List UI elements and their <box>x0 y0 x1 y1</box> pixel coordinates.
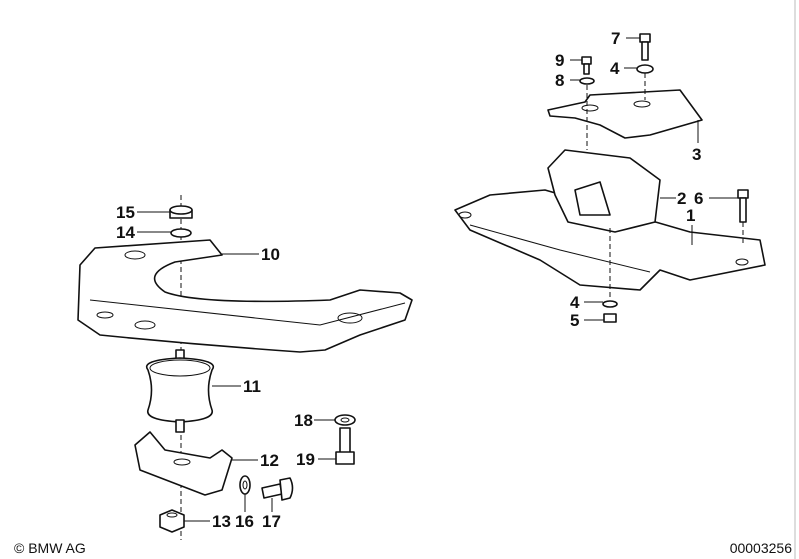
diagram-number: 00003256 <box>730 540 793 556</box>
bolt-17 <box>261 477 294 501</box>
callout-2: 2 <box>677 189 686 208</box>
bolt-7 <box>639 33 651 61</box>
callout-12: 12 <box>260 451 279 470</box>
callout-6: 6 <box>694 189 703 208</box>
washer-18 <box>334 414 356 426</box>
nut-5 <box>603 313 617 323</box>
bolt-9 <box>581 56 592 75</box>
nut-13 <box>159 509 185 533</box>
callout-5: 5 <box>570 311 579 330</box>
plate-3 <box>547 89 703 139</box>
callout-13: 13 <box>212 512 231 531</box>
callout-18: 18 <box>294 411 313 430</box>
washer-4-bottom <box>602 300 618 308</box>
transmission-mount-2 <box>547 149 661 233</box>
callout-4-top: 4 <box>610 59 620 78</box>
washer-16 <box>239 475 251 495</box>
callout-8: 8 <box>555 71 564 90</box>
callout-1: 1 <box>686 206 695 225</box>
bolt-6 <box>737 189 749 223</box>
callout-4-bottom: 4 <box>570 293 580 312</box>
callout-7: 7 <box>611 29 620 48</box>
callout-11: 11 <box>243 377 261 396</box>
bolt-19 <box>335 427 355 465</box>
callout-16: 16 <box>235 512 254 531</box>
rubber-mount-11 <box>145 349 215 433</box>
callout-17: 17 <box>262 512 281 531</box>
washer-4-top <box>636 64 654 74</box>
callout-15: 15 <box>116 203 135 222</box>
callout-10: 10 <box>261 245 280 264</box>
washer-8 <box>579 77 595 85</box>
copyright-label: © BMW AG <box>14 540 86 556</box>
bracket-12 <box>134 431 233 496</box>
leader-lines <box>137 37 738 522</box>
nut-15 <box>169 205 193 219</box>
callout-3: 3 <box>692 145 701 164</box>
left-crossmember-bracket <box>77 195 413 540</box>
callout-14: 14 <box>116 223 135 242</box>
callout-19: 19 <box>296 450 315 469</box>
callout-9: 9 <box>555 51 564 70</box>
washer-14 <box>170 228 192 238</box>
